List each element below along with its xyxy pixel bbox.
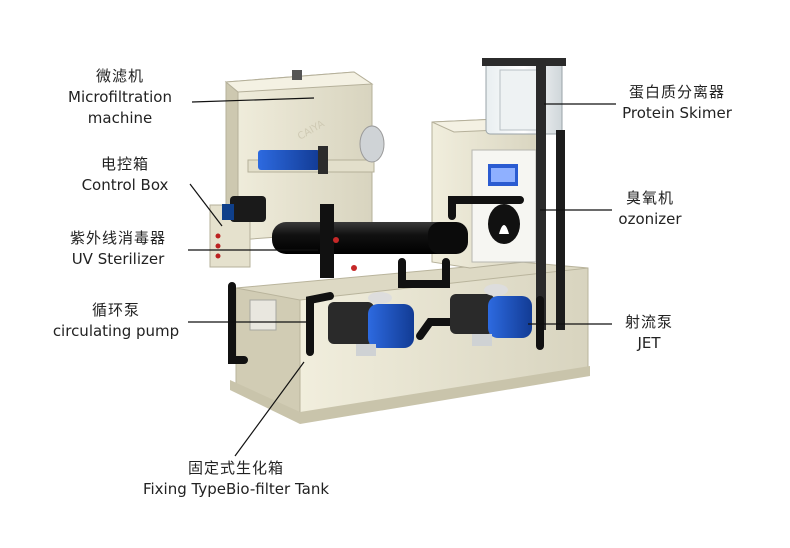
label-ozonizer-cn: 臭氧机 xyxy=(625,189,674,207)
label-pump-en: circulating pump xyxy=(52,322,180,340)
circulating-pump-left xyxy=(328,292,414,356)
label-jet-cn: 射流泵 xyxy=(624,313,673,331)
label-jet: 射流泵 JET xyxy=(612,312,686,354)
label-jet-en: JET xyxy=(637,334,661,352)
label-control-box-cn: 电控箱 xyxy=(100,155,149,173)
label-skimmer-cn: 蛋白质分离器 xyxy=(628,83,725,101)
leader-lines xyxy=(188,97,616,457)
label-biofilter: 固定式生化箱 Fixing TypeBio-filter Tank xyxy=(104,458,368,500)
label-pump-cn: 循环泵 xyxy=(91,301,140,319)
control-box xyxy=(209,196,266,268)
label-skimmer-en: Protein Skimer xyxy=(622,104,732,122)
label-uv-cn: 紫外线消毒器 xyxy=(69,229,166,247)
label-microfiltration-cn: 微滤机 xyxy=(95,67,144,85)
label-ozonizer-en: ozonizer xyxy=(618,210,682,228)
label-microfiltration-en1: Microfiltration xyxy=(68,88,172,106)
label-circulating-pump: 循环泵 circulating pump xyxy=(44,300,188,342)
jet-pump xyxy=(450,284,532,346)
label-microfiltration-en2: machine xyxy=(87,109,153,127)
label-uv-en: UV Sterilizer xyxy=(71,250,165,268)
label-ozonizer: 臭氧机 ozonizer xyxy=(606,188,694,230)
label-biofilter-cn: 固定式生化箱 xyxy=(187,459,284,477)
uv-sterilizer xyxy=(272,204,468,278)
float-switch-box xyxy=(249,299,277,331)
label-uv-sterilizer: 紫外线消毒器 UV Sterilizer xyxy=(48,228,188,270)
microfilter-motor xyxy=(258,146,328,174)
label-control-box-en: Control Box xyxy=(81,176,169,194)
label-microfiltration: 微滤机 Microfiltration machine xyxy=(54,66,186,129)
label-control-box: 电控箱 Control Box xyxy=(60,154,190,196)
protein-skimmer xyxy=(482,58,566,330)
piping xyxy=(228,196,544,364)
label-protein-skimmer: 蛋白质分离器 Protein Skimer xyxy=(608,82,746,124)
label-biofilter-en: Fixing TypeBio-filter Tank xyxy=(142,480,330,498)
